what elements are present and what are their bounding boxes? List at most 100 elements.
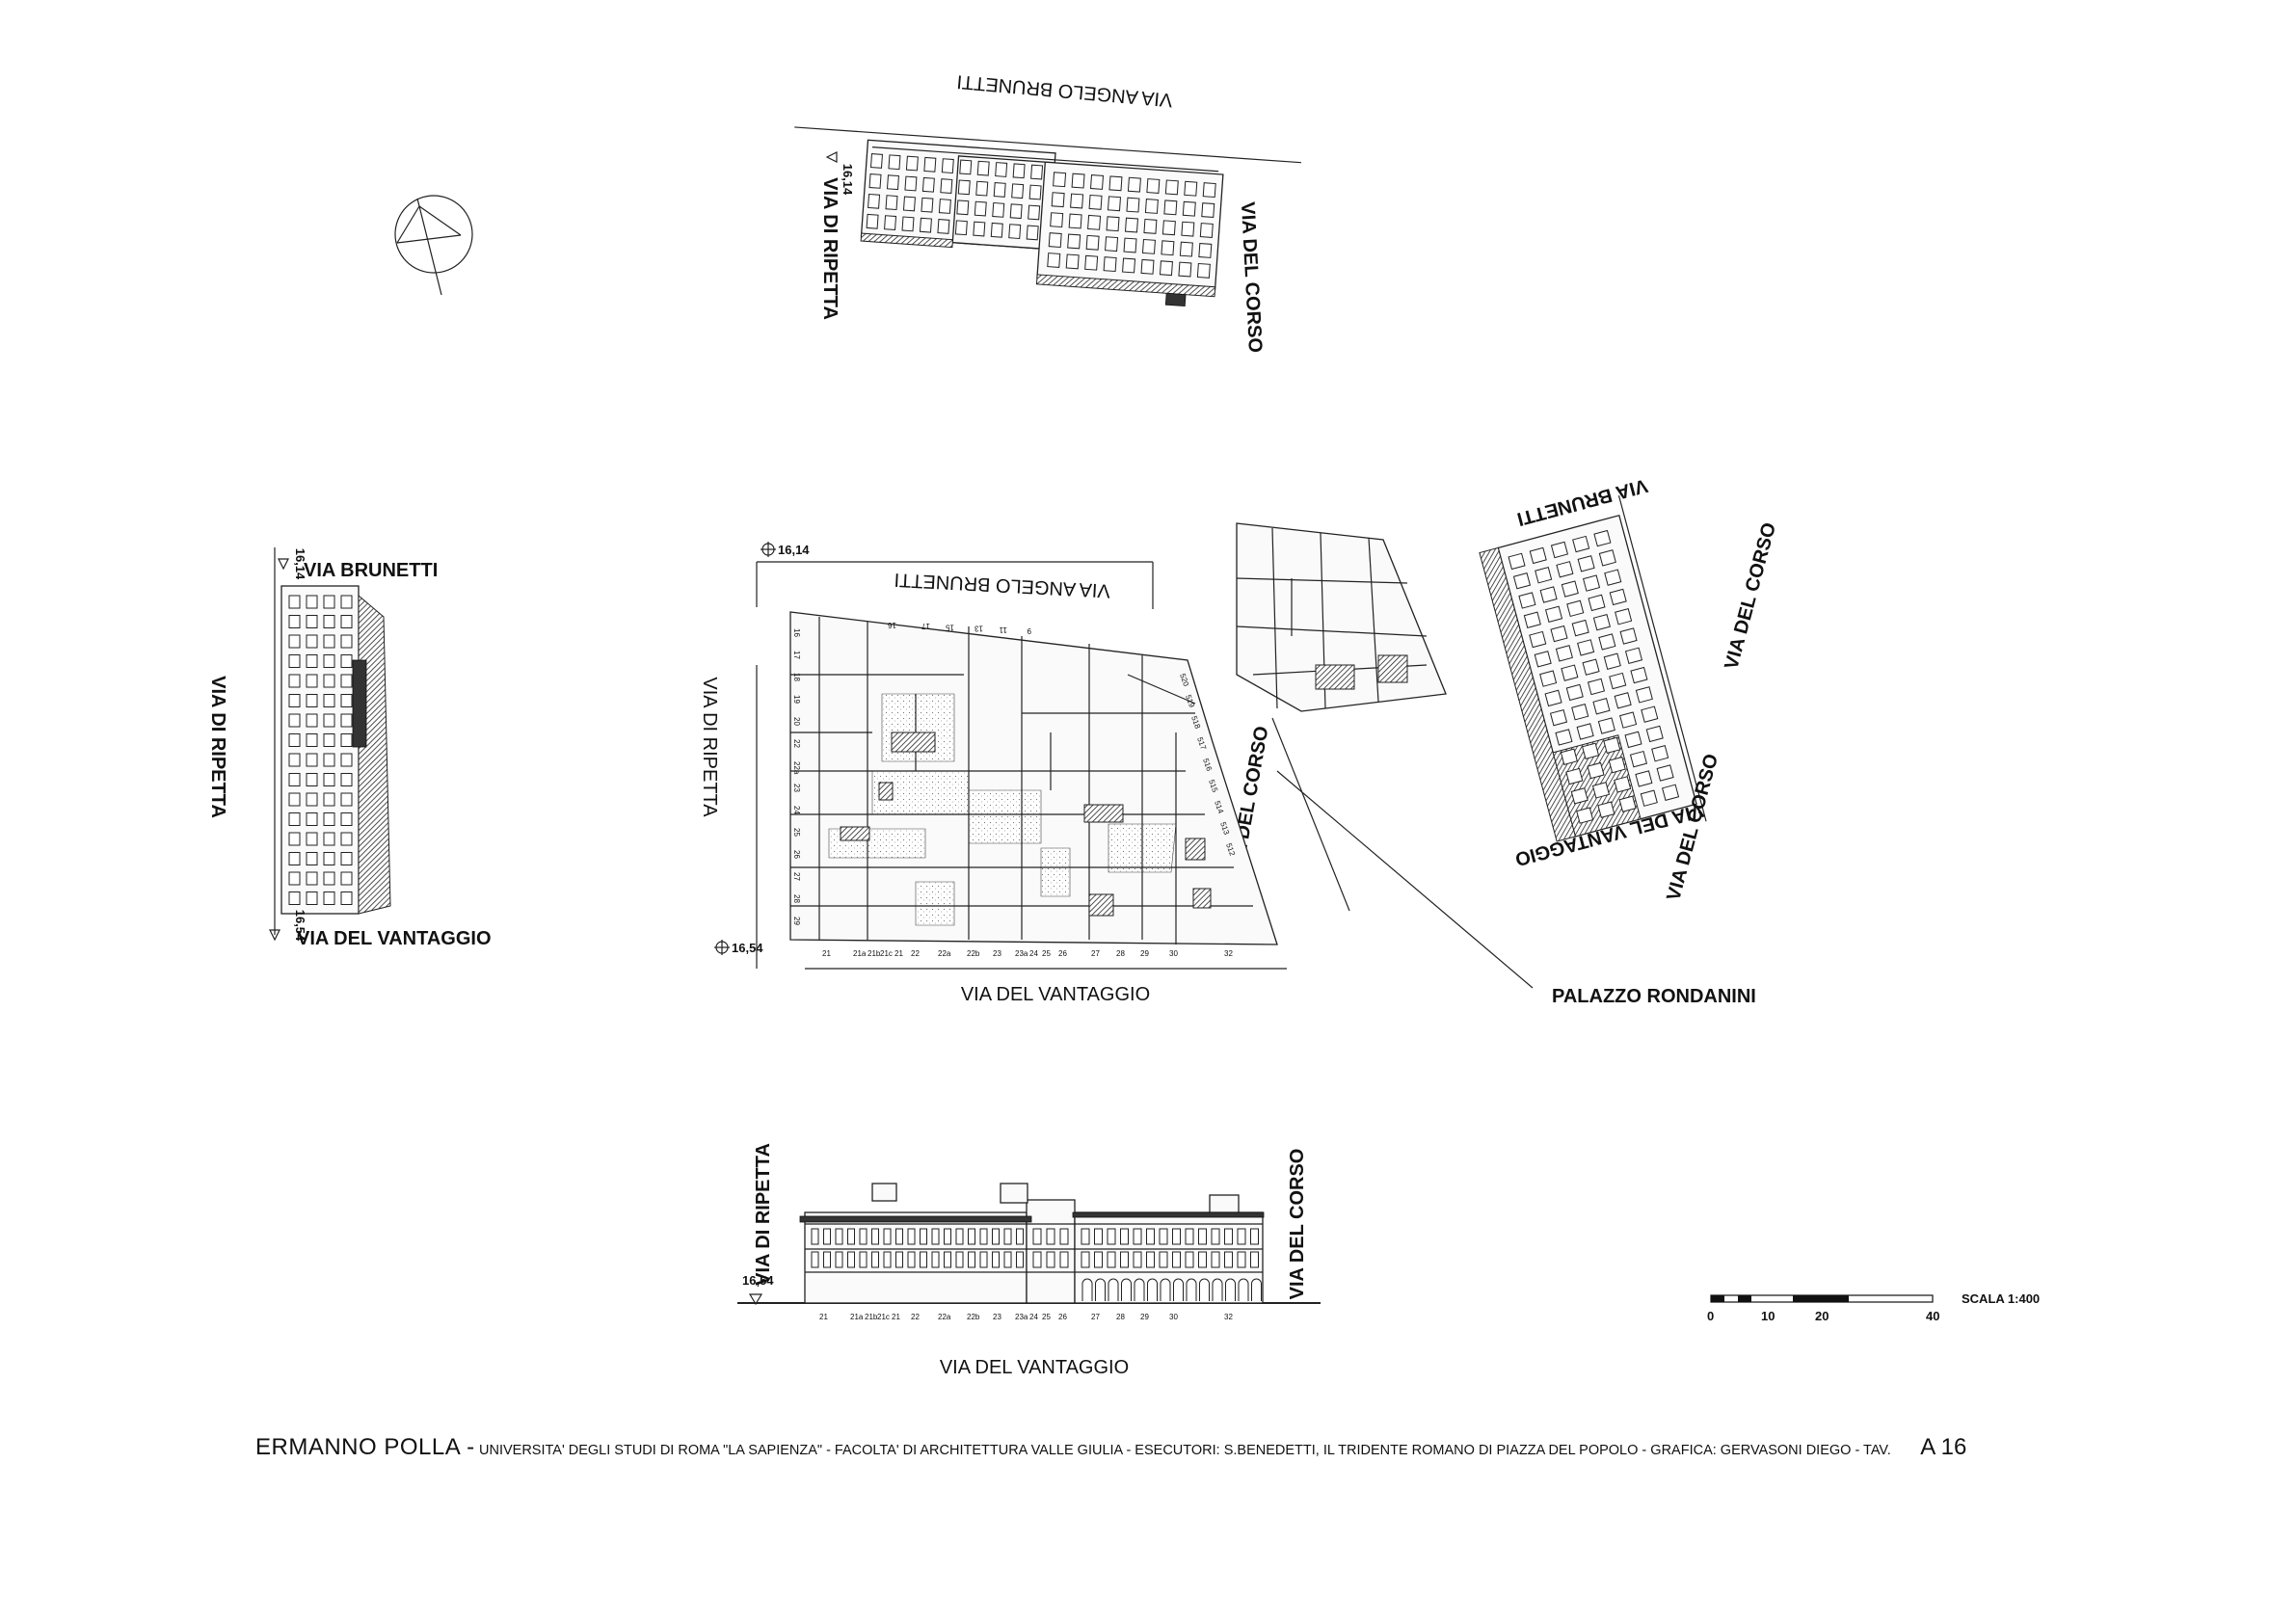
window [1016, 1251, 1024, 1268]
house-number: 24 [1029, 1313, 1038, 1321]
window [1085, 234, 1100, 251]
window [1635, 770, 1653, 787]
window [1094, 1251, 1103, 1268]
window [1576, 723, 1594, 740]
window-grid-right [1508, 529, 1680, 824]
window [1185, 1228, 1194, 1245]
window [919, 217, 932, 233]
window [1032, 1228, 1042, 1245]
house-number: 11 [999, 625, 1007, 634]
window [995, 162, 1008, 177]
window [1146, 178, 1161, 194]
window [1133, 1228, 1142, 1245]
window [340, 891, 353, 905]
window-grid-top [866, 153, 1216, 279]
window [1624, 731, 1642, 749]
window [1550, 541, 1569, 559]
window [979, 1251, 988, 1268]
house-number: 515 [1207, 779, 1219, 794]
window [1107, 1251, 1116, 1268]
house-number: 516 [1201, 758, 1214, 773]
window [1609, 588, 1627, 606]
window [1597, 717, 1615, 734]
window [975, 180, 989, 197]
elevation-mark-left-bottom: 16,54 [293, 910, 307, 942]
window [937, 219, 950, 234]
window [1529, 546, 1547, 565]
interior-wall [1127, 674, 1196, 705]
window [1053, 172, 1067, 188]
window [340, 832, 353, 846]
window [1534, 651, 1552, 668]
window [306, 792, 318, 807]
house-number: 21b [868, 949, 881, 958]
arched-doorway [1160, 1278, 1171, 1301]
window [340, 595, 353, 609]
house-number: 22a [938, 949, 951, 958]
window [811, 1251, 819, 1268]
house-number: 15 [946, 623, 954, 631]
window [835, 1251, 843, 1268]
window [1047, 253, 1061, 268]
window [1651, 745, 1669, 762]
window [1198, 243, 1213, 258]
window [306, 773, 318, 786]
scale-tick-0: 0 [1707, 1309, 1714, 1323]
window [1592, 613, 1611, 631]
window [1106, 216, 1120, 232]
window [288, 773, 301, 786]
window [1124, 217, 1138, 233]
street-label-bottom-vantaggio: VIA DEL VANTAGGIO [940, 1357, 1129, 1378]
window [288, 615, 301, 628]
window [1159, 260, 1173, 277]
window [1604, 569, 1622, 586]
window [1126, 197, 1140, 213]
window [306, 654, 318, 668]
building-label-rondanini: PALAZZO RONDANINI [1552, 986, 1756, 1007]
house-number: 28 [1116, 1313, 1125, 1321]
window [323, 891, 335, 905]
window [1588, 594, 1606, 612]
window [340, 713, 353, 728]
window [1561, 664, 1579, 681]
window [1163, 200, 1178, 216]
elevation-mark-plan-bottom: 16,54 [714, 940, 763, 955]
window [955, 1251, 964, 1268]
street-label-left-brunetti: VIA BRUNETTI [304, 560, 438, 581]
arched-doorway [1225, 1278, 1236, 1301]
window [859, 1251, 868, 1268]
window [1146, 1251, 1155, 1268]
window [1629, 750, 1648, 768]
arched-doorway [1212, 1278, 1223, 1301]
house-number: 21c [880, 949, 893, 958]
window [1172, 1228, 1181, 1245]
window [1512, 572, 1532, 590]
window [1571, 619, 1589, 637]
rondanini-wall [1271, 527, 1278, 709]
house-number: 21b [865, 1313, 878, 1321]
window [1539, 670, 1558, 687]
window [323, 773, 335, 786]
window [992, 201, 1005, 218]
window [1046, 1228, 1055, 1245]
window [904, 175, 918, 192]
window [883, 1251, 892, 1268]
arched-doorway [1121, 1278, 1132, 1301]
svg-text:16,14: 16,14 [778, 543, 810, 557]
window [1556, 561, 1574, 578]
window [1635, 686, 1653, 704]
window [886, 174, 899, 191]
window [323, 852, 335, 865]
window [1561, 580, 1579, 598]
house-number: 19 [792, 695, 801, 704]
window [1593, 529, 1612, 547]
window [866, 213, 879, 229]
house-number: 22 [911, 1313, 920, 1321]
window [306, 615, 318, 628]
window [871, 1251, 879, 1268]
window [1572, 535, 1590, 553]
window [1224, 1228, 1233, 1245]
window [1181, 221, 1195, 237]
arched-doorway [1147, 1278, 1158, 1301]
